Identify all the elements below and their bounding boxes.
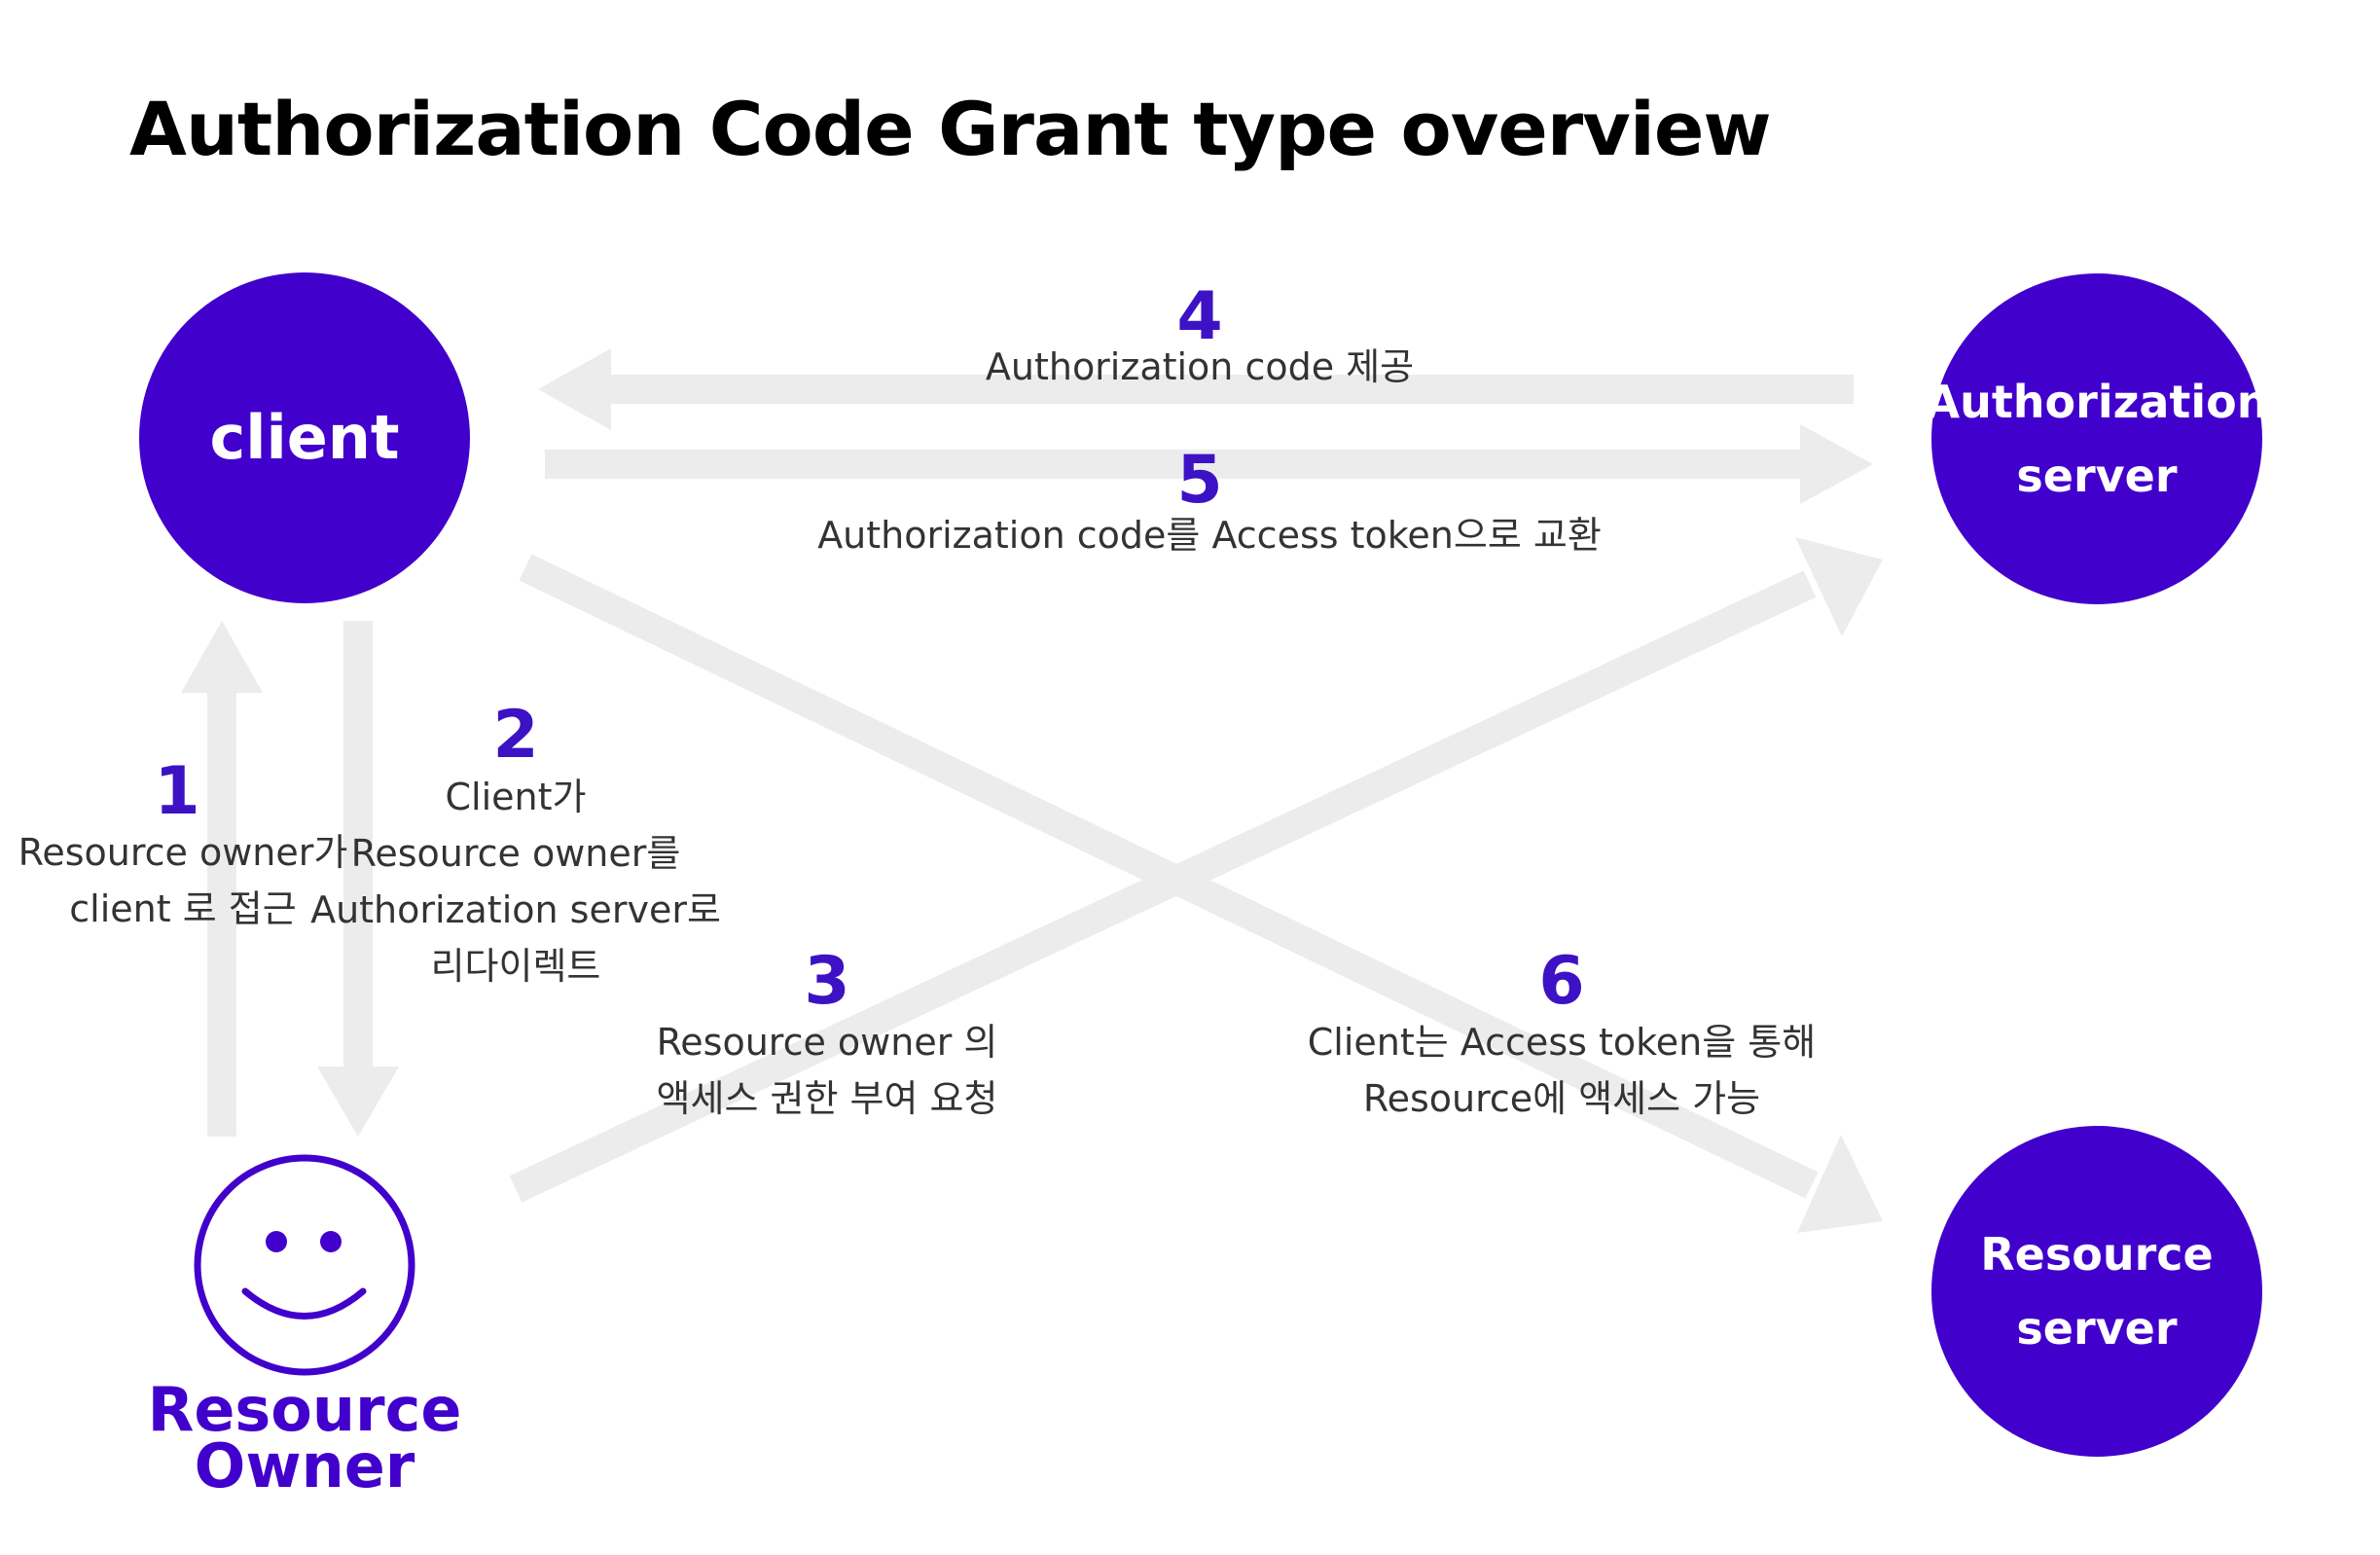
- step-4-text: Authorization code 제공: [986, 339, 1414, 395]
- step-3-number: 3: [804, 943, 850, 1020]
- step-3-line-2: 액세스 권한 부여 요청: [656, 1077, 998, 1120]
- arrow-step-5: [545, 424, 1873, 504]
- step-6-line-2: Resource에 액세스 가능: [1362, 1077, 1761, 1120]
- resource-server-label-line1: Resource: [1980, 1227, 2214, 1281]
- arrow-step-2: [317, 621, 399, 1137]
- step-6-line-1: Client는 Access token을 통해: [1307, 1021, 1817, 1064]
- client-label: client: [209, 402, 400, 474]
- authorization-server-label-line2: server: [2016, 450, 2178, 502]
- resource-owner-label-line1: Resource: [147, 1374, 462, 1445]
- step-5-text: Authorization code를 Access token으로 교환: [817, 507, 1602, 563]
- step-2-text: Client가 Resource owner를 Authorization se…: [310, 769, 721, 994]
- smiley-face-icon: [194, 1154, 415, 1376]
- resource-owner-label-line2: Owner: [194, 1430, 415, 1501]
- step-5-number: 5: [1176, 442, 1223, 519]
- step-2-line-2: Resource owner를: [350, 832, 681, 875]
- step-4-line-1: Authorization code 제공: [985, 345, 1415, 388]
- step-1-number: 1: [154, 753, 200, 830]
- step-4-number: 4: [1176, 278, 1223, 355]
- client-node: client: [139, 272, 470, 603]
- step-5-line-1: Authorization code를 Access token으로 교환: [817, 514, 1602, 557]
- step-3-line-1: Resource owner 의: [656, 1021, 998, 1064]
- arrow-step-4: [538, 348, 1854, 430]
- step-3-text: Resource owner 의 액세스 권한 부여 요청: [657, 1014, 998, 1127]
- resource-owner-label: Resource Owner: [147, 1374, 462, 1501]
- step-2-line-3: Authorization server로: [310, 888, 721, 931]
- authorization-server-node: Authorization server: [1925, 273, 2269, 604]
- step-6-number: 6: [1538, 943, 1585, 1020]
- step-1-line-1: Resource owner가: [18, 831, 348, 874]
- arrow-step-1: [181, 621, 263, 1137]
- step-2-number: 2: [492, 697, 539, 774]
- arrow-step-6: [519, 554, 1883, 1233]
- step-2-line-4: 리다이렉트: [430, 945, 601, 988]
- step-1-text: Resource owner가 client 로 접근: [18, 824, 348, 937]
- page-title: Authorization Code Grant type overview: [129, 86, 1772, 172]
- authorization-server-label-line1: Authorization: [1925, 375, 2269, 428]
- resource-server-label-line2: server: [2016, 1302, 2178, 1355]
- step-1-line-2: client 로 접근: [69, 887, 297, 930]
- step-2-line-1: Client가: [445, 776, 587, 818]
- step-6-text: Client는 Access token을 통해 Resource에 액세스 가…: [1308, 1014, 1816, 1127]
- resource-server-node: Resource server: [1931, 1126, 2262, 1457]
